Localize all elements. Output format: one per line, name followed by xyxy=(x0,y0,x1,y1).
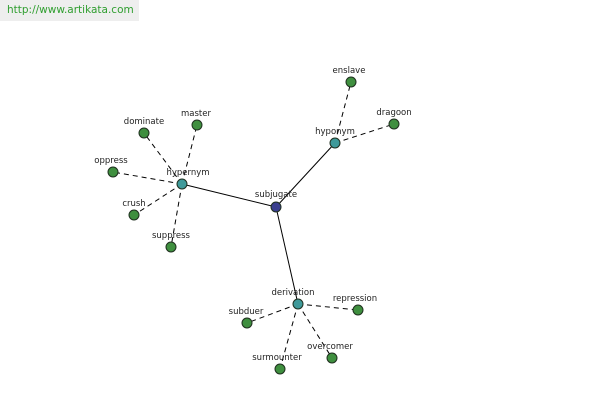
leaf-node-dragoon[interactable] xyxy=(388,118,400,130)
leaf-node-repression[interactable] xyxy=(352,304,364,316)
leaf-label-crush: crush xyxy=(122,199,145,209)
edge-subjugate-hyponym xyxy=(275,142,336,208)
edge-derivation-subduer xyxy=(246,303,299,324)
edge-hyponym-enslave xyxy=(334,81,352,144)
edge-hyponym-dragoon xyxy=(334,123,395,144)
relation-label-hyponym: hyponym xyxy=(315,127,355,137)
graph-nodes xyxy=(107,76,400,375)
source-url-banner[interactable]: http://www.artikata.com xyxy=(0,0,139,21)
edge-hypernym-suppress xyxy=(170,183,183,248)
relation-node-hypernym[interactable] xyxy=(176,178,188,190)
leaf-label-enslave: enslave xyxy=(333,66,366,76)
graph-labels: dominate master oppress crush suppress enslav… xyxy=(94,66,411,363)
relation-node-derivation[interactable] xyxy=(292,298,304,310)
edge-subjugate-hypernym xyxy=(181,183,277,208)
leaf-label-suppress: suppress xyxy=(152,231,191,241)
center-label-subjugate: subjugate xyxy=(255,190,297,200)
edge-hypernym-master xyxy=(181,124,198,185)
leaf-node-master[interactable] xyxy=(191,119,203,131)
leaf-label-oppress: oppress xyxy=(94,156,128,166)
relation-label-hypernym: hypernym xyxy=(166,168,209,178)
leaf-node-suppress[interactable] xyxy=(165,241,177,253)
edge-derivation-surmounter xyxy=(279,303,299,370)
leaf-node-surmounter[interactable] xyxy=(274,363,286,375)
leaf-label-repression: repression xyxy=(333,294,377,304)
leaf-node-oppress[interactable] xyxy=(107,166,119,178)
leaf-node-crush[interactable] xyxy=(128,209,140,221)
relation-node-hyponym[interactable] xyxy=(329,137,341,149)
leaf-label-overcomer: overcomer xyxy=(307,342,353,352)
leaf-node-overcomer[interactable] xyxy=(326,352,338,364)
graph-edges xyxy=(112,81,395,370)
center-node-subjugate[interactable] xyxy=(270,201,282,213)
leaf-label-subduer: subduer xyxy=(229,307,264,317)
relation-label-derivation: derivation xyxy=(271,288,314,298)
edge-subjugate-derivation xyxy=(275,206,299,305)
edge-hypernym-dominate xyxy=(143,132,183,185)
leaf-node-dominate[interactable] xyxy=(138,127,150,139)
edge-derivation-overcomer xyxy=(297,303,333,359)
leaf-label-dragoon: dragoon xyxy=(376,108,411,118)
edge-hypernym-crush xyxy=(133,183,183,216)
edge-hypernym-oppress xyxy=(112,171,183,185)
leaf-label-master: master xyxy=(181,109,211,119)
leaf-node-enslave[interactable] xyxy=(345,76,357,88)
leaf-label-surmounter: surmounter xyxy=(252,353,302,363)
leaf-label-dominate: dominate xyxy=(124,117,164,127)
leaf-node-subduer[interactable] xyxy=(241,317,253,329)
edge-derivation-repression xyxy=(297,303,359,311)
